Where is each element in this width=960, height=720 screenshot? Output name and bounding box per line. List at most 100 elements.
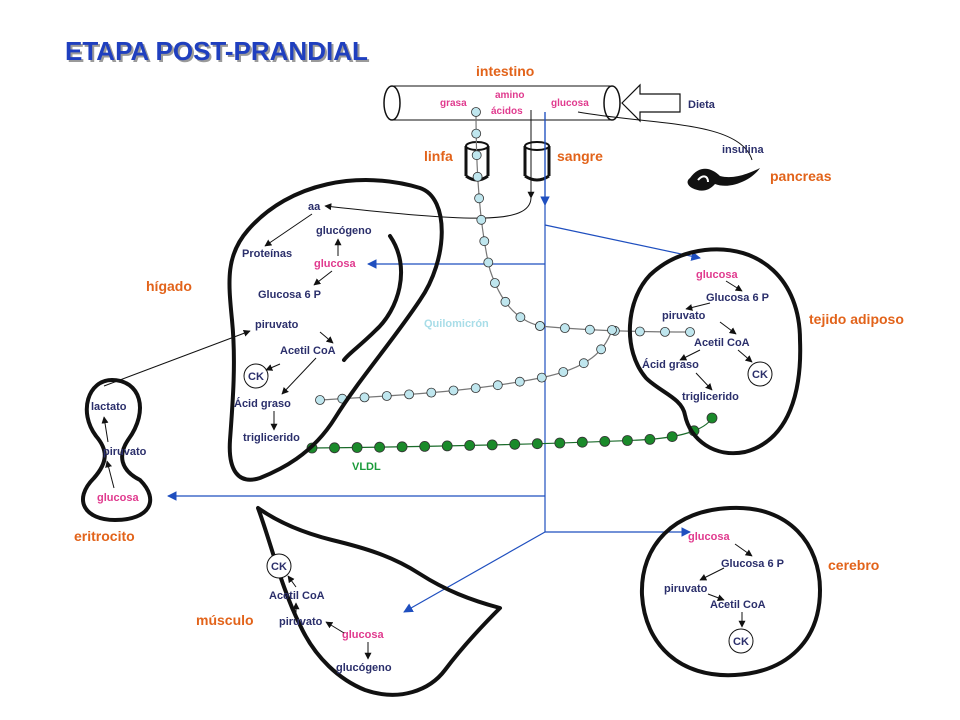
arrow-acetil-acidgraso bbox=[281, 357, 317, 395]
brain bbox=[639, 505, 822, 678]
erythrocyte bbox=[81, 378, 153, 522]
quilomicron-bead bbox=[607, 325, 617, 335]
liver-glucogeno: glucógeno bbox=[316, 225, 372, 237]
eritrocito-label: eritrocito bbox=[74, 528, 135, 544]
ery-glucosa: glucosa bbox=[97, 492, 139, 504]
aa-to-liver-arrow bbox=[324, 197, 532, 219]
liver bbox=[227, 178, 444, 482]
vldl-bead bbox=[396, 441, 408, 453]
mus-acetilcoa: Acetil CoA bbox=[269, 590, 325, 602]
muscle bbox=[256, 506, 502, 697]
vldl-bead bbox=[599, 435, 611, 447]
intestine-glucosa: glucosa bbox=[551, 98, 589, 109]
dieta-arrow: Dieta bbox=[621, 83, 716, 123]
arrow-acetil-ck bbox=[265, 363, 281, 371]
brain-piruvato: piruvato bbox=[664, 583, 708, 595]
adi-ck: CK bbox=[752, 369, 768, 381]
quilomicron-bead bbox=[471, 150, 482, 161]
quilomicron-bead bbox=[472, 171, 483, 182]
quilomicron-bead bbox=[578, 358, 589, 369]
quilomicron-label: Quilomicrón bbox=[424, 318, 489, 330]
adi-piruvato: piruvato bbox=[662, 310, 706, 322]
vldl-bead bbox=[351, 442, 363, 453]
ery-lactato: lactato bbox=[91, 401, 127, 413]
arrow-aa-proteinas bbox=[264, 213, 313, 247]
brain-acetilcoa: Acetil CoA bbox=[710, 599, 766, 611]
liver-ck-circle bbox=[243, 363, 269, 389]
quilomicron-bead bbox=[471, 107, 481, 117]
quilomicron-bead bbox=[359, 392, 370, 403]
quilomicron-bead bbox=[514, 376, 525, 387]
pancreas-label: pancreas bbox=[770, 168, 832, 184]
liver-triglicerido: triglicerido bbox=[243, 432, 300, 444]
arrow-brain-pir-acetil bbox=[707, 593, 725, 602]
arrow-adi-acetil-ck bbox=[737, 349, 753, 363]
adi-glucosa: glucosa bbox=[696, 269, 738, 281]
vldl-bead bbox=[706, 412, 718, 424]
quilomicron-bead bbox=[476, 214, 487, 225]
liver-glucosa6p: Glucosa 6 P bbox=[258, 289, 321, 301]
arrow-adi-acetil-acido bbox=[679, 349, 701, 361]
adi-acetilcoa: Acetil CoA bbox=[694, 337, 750, 349]
dieta-label: Dieta bbox=[688, 99, 716, 111]
vldl-label: VLDL bbox=[352, 461, 381, 473]
brain-ck: CK bbox=[733, 636, 749, 648]
quilomicron-bead bbox=[515, 312, 526, 323]
vldl-bead bbox=[644, 433, 656, 445]
sangre-label: sangre bbox=[557, 148, 603, 164]
insulina-label: insulina bbox=[722, 144, 764, 156]
quilomicron-bead bbox=[560, 323, 570, 334]
vldl-bead bbox=[441, 440, 453, 452]
adi-ck-circle bbox=[747, 361, 773, 387]
quilomicron-bead bbox=[315, 395, 325, 405]
ery-piruvato: piruvato bbox=[103, 446, 147, 458]
liver-piruvato: piruvato bbox=[255, 319, 299, 331]
adi-glucosa6p: Glucosa 6 P bbox=[706, 292, 769, 304]
linfa-label: linfa bbox=[424, 148, 453, 164]
quilomicron-bead bbox=[448, 385, 459, 396]
vldl-chain bbox=[306, 412, 718, 454]
vldl-bead bbox=[554, 437, 566, 449]
vldl-bead bbox=[329, 442, 340, 454]
page-title-shadow: ETAPA POST-PRANDIAL bbox=[67, 38, 370, 68]
intestine-grasa: grasa bbox=[440, 98, 467, 109]
brain-glucosa6p: Glucosa 6 P bbox=[721, 558, 784, 570]
arrow-brain-g6p-pir bbox=[699, 567, 725, 581]
musculo-label: músculo bbox=[196, 612, 254, 628]
adipose bbox=[628, 247, 803, 456]
vldl-bead bbox=[419, 440, 431, 452]
page-title: ETAPA POST-PRANDIAL bbox=[65, 36, 368, 66]
insulina-line bbox=[577, 111, 753, 161]
blood-to-adipose bbox=[544, 224, 701, 261]
arrow-brain-glu-g6p bbox=[734, 543, 753, 557]
quilomicron-bead bbox=[635, 326, 645, 337]
brain-ck-circle bbox=[728, 628, 754, 654]
mus-ck-circle bbox=[266, 553, 292, 579]
quilomicron-bead bbox=[381, 391, 392, 401]
liver-ck: CK bbox=[248, 371, 264, 383]
arrow-ery-piruvato-lactato bbox=[101, 416, 109, 443]
quilomicron-bead bbox=[535, 321, 545, 331]
cerebro-label: cerebro bbox=[828, 557, 879, 573]
arrow-adi-acido-trig bbox=[695, 372, 713, 391]
quilomicron-bead bbox=[660, 326, 670, 337]
intestino-label: intestino bbox=[476, 63, 534, 79]
vldl-bead bbox=[622, 435, 633, 446]
blood-to-muscle bbox=[403, 531, 546, 613]
quilomicron-bead bbox=[500, 296, 511, 307]
quilomicron-bead bbox=[492, 380, 503, 391]
higado-label: hígado bbox=[146, 278, 192, 294]
intestine: intestino grasa amino ácidos glucosa bbox=[383, 63, 621, 121]
liver-acidgraso: Ácid graso bbox=[234, 397, 291, 410]
vldl-bead bbox=[576, 436, 588, 448]
arrow-glucosa-g6p bbox=[313, 270, 333, 286]
quilomicron-bead bbox=[536, 372, 547, 383]
arrow-mus-glu-pir bbox=[325, 621, 345, 634]
arrow-piruvato-acetil bbox=[319, 331, 334, 344]
brain-glucosa: glucosa bbox=[688, 531, 730, 543]
quilomicron-bead bbox=[483, 257, 494, 268]
quilomicron-bead bbox=[596, 344, 606, 355]
quilomicron-bead bbox=[426, 387, 437, 398]
intestine-acidos: ácidos bbox=[491, 106, 523, 117]
adi-triglicerido: triglicerido bbox=[682, 391, 739, 403]
